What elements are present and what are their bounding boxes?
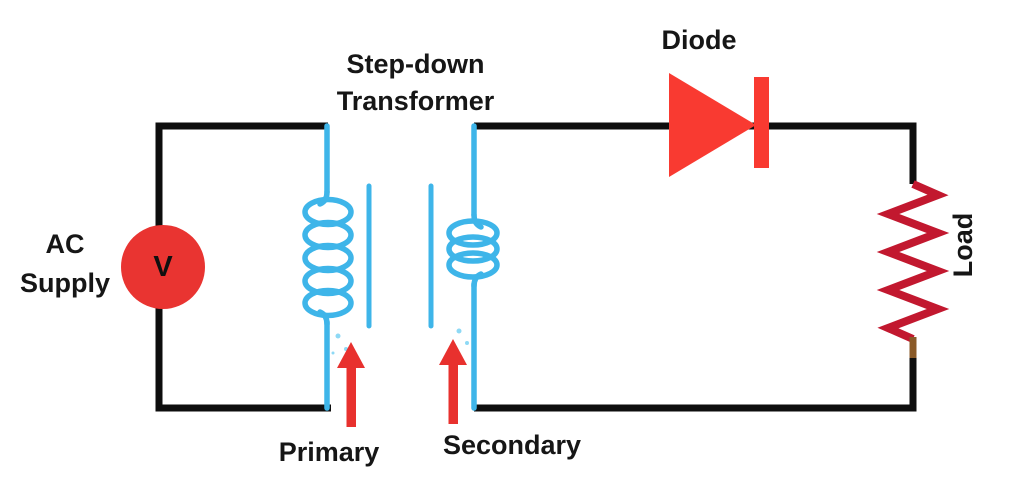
transformer-title-line2: Transformer bbox=[336, 86, 495, 116]
transformer-title: Step-down Transformer bbox=[298, 46, 533, 120]
secondary-arrow bbox=[439, 339, 467, 424]
diode-cathode-bar bbox=[754, 77, 769, 168]
secondary-label: Secondary bbox=[442, 430, 582, 460]
diode-anode-triangle bbox=[669, 73, 756, 177]
primary-arrow bbox=[337, 342, 365, 427]
ac-supply-label-line2: Supply bbox=[19, 268, 110, 298]
load-resistor-zigzag bbox=[876, 180, 950, 343]
voltmeter-symbol: V bbox=[153, 251, 173, 283]
load-label: Load bbox=[948, 212, 978, 278]
diode-label: Diode bbox=[661, 25, 737, 55]
ac-supply-label-line1: AC bbox=[45, 229, 85, 259]
primary-label: Primary bbox=[278, 437, 380, 467]
wire-secondary-to-load-top bbox=[474, 122, 917, 184]
primary-coil bbox=[302, 123, 354, 411]
secondary-coil bbox=[446, 123, 500, 411]
ac-supply-label: AC Supply bbox=[0, 225, 130, 303]
diode-symbol bbox=[669, 73, 769, 177]
transformer-title-line1: Step-down bbox=[346, 49, 485, 79]
paint-specks bbox=[331, 328, 469, 355]
wire-load-to-secondary-bottom bbox=[474, 350, 917, 412]
ac-source-circle bbox=[121, 225, 205, 309]
